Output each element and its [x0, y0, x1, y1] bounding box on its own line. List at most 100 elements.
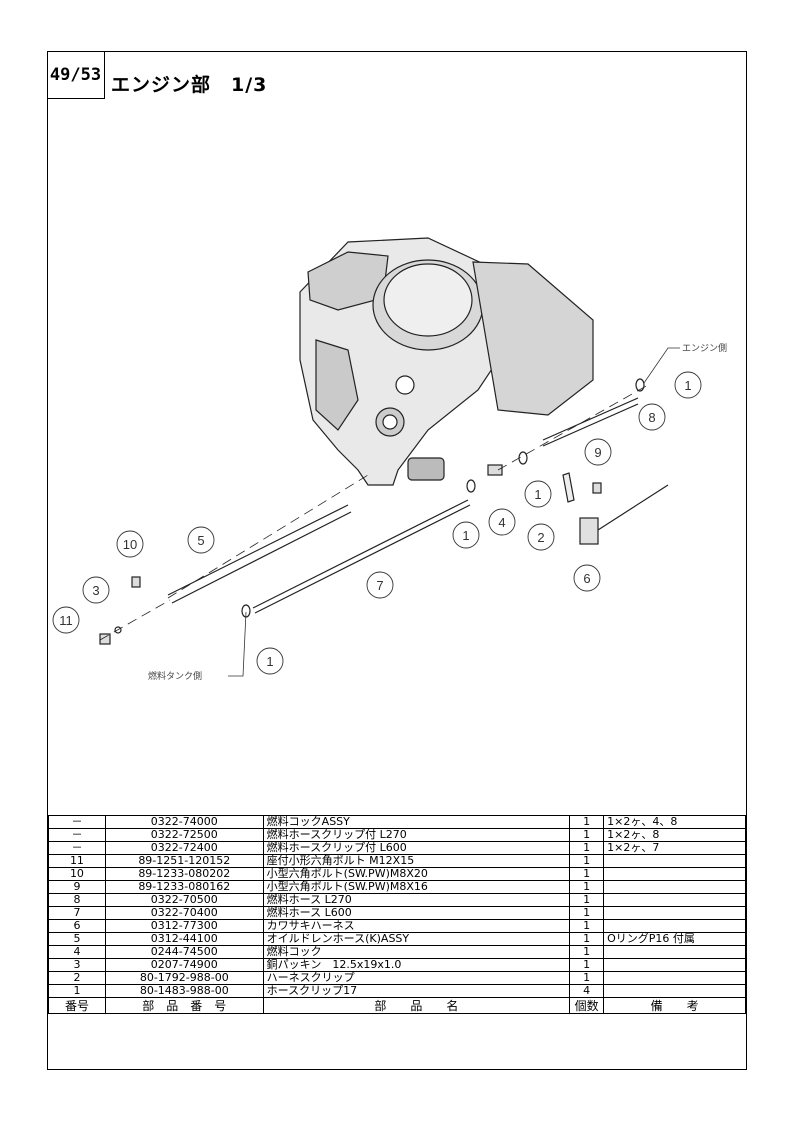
row-no: 3	[48, 958, 106, 972]
callout-1d: 1	[266, 654, 273, 669]
row-part-number: 89-1251-120152	[104, 854, 264, 868]
row-part-number: 89-1233-080202	[104, 867, 264, 881]
row-part-number: 80-1483-988-00	[104, 984, 264, 998]
table-row: 9 89-1233-080162 小型六角ボルト(SW.PW)M8X16 1	[48, 880, 746, 894]
row-note: 1×2ヶ、8	[603, 828, 746, 842]
row-part-name: 銅パッキン 12.5x19x1.0	[262, 958, 571, 972]
header-part-number: 部 品 番 号	[104, 997, 264, 1014]
callout-3: 3	[92, 583, 99, 598]
row-no: 9	[48, 880, 106, 894]
row-qty: 1	[569, 919, 605, 933]
row-qty: 4	[569, 984, 605, 998]
row-qty: 1	[569, 958, 605, 972]
row-part-name: 座付小形六角ボルト M12X15	[262, 854, 571, 868]
callout-1b: 1	[534, 487, 541, 502]
row-part-name: 小型六角ボルト(SW.PW)M8X16	[262, 880, 571, 894]
callout-9: 9	[594, 445, 601, 460]
harness-6	[597, 484, 669, 531]
row-part-number: 0322-70500	[104, 893, 264, 907]
hose-8	[542, 397, 639, 441]
row-qty: 1	[569, 854, 605, 868]
row-part-number: 80-1792-988-00	[104, 971, 264, 985]
exploded-diagram: 1 8 9 1 4 1 2 6 10 5 3 11 7 1 エンジン側 燃料タン…	[48, 200, 746, 720]
page-frame	[47, 51, 747, 1070]
row-part-name: 小型六角ボルト(SW.PW)M8X20	[262, 867, 571, 881]
diagram-svg: 1 8 9 1 4 1 2 6 10 5 3 11 7 1 エンジン側 燃料タン…	[52, 237, 727, 682]
fuel-cock-4	[487, 464, 503, 476]
row-no: 5	[48, 932, 106, 946]
row-note	[603, 919, 746, 933]
label-tank-side: 燃料タンク側	[148, 670, 202, 682]
table-row: 11 89-1251-120152 座付小形六角ボルト M12X15 1	[48, 854, 746, 868]
table-row: 6 0312-77300 カワサキハーネス 1	[48, 919, 746, 933]
row-no: －	[48, 841, 106, 855]
row-qty: 1	[569, 906, 605, 920]
row-no: 11	[48, 854, 106, 868]
row-part-name: 燃料ホースクリップ付 L600	[262, 841, 571, 855]
row-qty: 1	[569, 841, 605, 855]
row-no: 10	[48, 867, 106, 881]
row-no: 6	[48, 919, 106, 933]
row-part-number: 0312-44100	[104, 932, 264, 946]
table-row: 5 0312-44100 オイルドレンホース(K)ASSY 1 OリングP16 …	[48, 932, 746, 946]
row-qty: 1	[569, 971, 605, 985]
callout-5: 5	[197, 533, 204, 548]
page-number: 49/53	[47, 51, 105, 99]
parts-table-body: － 0322-74000 燃料コックASSY 1 1×2ヶ、4、8 － 0322…	[48, 815, 746, 1014]
row-part-name: カワサキハーネス	[262, 919, 571, 933]
table-header-row: 番号 部 品 番 号 部 品 名 個数 備 考	[48, 997, 746, 1014]
row-part-name: ハーネスクリップ	[262, 971, 571, 985]
callout-group	[52, 371, 702, 675]
engine-illustration	[299, 237, 594, 486]
table-row: － 0322-74000 燃料コックASSY 1 1×2ヶ、4、8	[48, 815, 746, 829]
row-note	[603, 971, 746, 985]
row-note	[603, 958, 746, 972]
callout-6: 6	[583, 571, 590, 586]
row-note	[603, 893, 746, 907]
callout-1c: 1	[462, 528, 469, 543]
row-note	[603, 880, 746, 894]
row-part-number: 0322-72500	[104, 828, 264, 842]
row-part-name: 燃料コックASSY	[262, 815, 571, 829]
row-note: 1×2ヶ、7	[603, 841, 746, 855]
row-part-number: 0322-74000	[104, 815, 264, 829]
row-part-number: 0244-74500	[104, 945, 264, 959]
row-part-name: 燃料ホースクリップ付 L270	[262, 828, 571, 842]
header-part-name: 部 品 名	[262, 997, 571, 1014]
row-qty: 1	[569, 932, 605, 946]
callout-11: 11	[59, 613, 73, 628]
row-part-number: 0207-74900	[104, 958, 264, 972]
row-note: 1×2ヶ、4、8	[603, 815, 746, 829]
header-note: 備 考	[603, 997, 746, 1014]
row-part-name: 燃料ホース L270	[262, 893, 571, 907]
row-note	[603, 854, 746, 868]
row-part-name: オイルドレンホース(K)ASSY	[262, 932, 571, 946]
callout-10: 10	[123, 537, 137, 552]
row-no: 4	[48, 945, 106, 959]
table-row: 8 0322-70500 燃料ホース L270 1	[48, 893, 746, 907]
hose-7	[252, 499, 469, 609]
row-note	[603, 945, 746, 959]
row-qty: 1	[569, 880, 605, 894]
row-no: 1	[48, 984, 106, 998]
row-no: －	[48, 828, 106, 842]
table-row: 4 0244-74500 燃料コック 1	[48, 945, 746, 959]
table-row: － 0322-72400 燃料ホースクリップ付 L600 1 1×2ヶ、7	[48, 841, 746, 855]
callout-7: 7	[376, 578, 383, 593]
label-engine-side: エンジン側	[682, 342, 727, 354]
row-no: 8	[48, 893, 106, 907]
callout-4: 4	[498, 515, 505, 530]
row-qty: 1	[569, 828, 605, 842]
harness-clip-2	[562, 472, 575, 503]
table-row: 7 0322-70400 燃料ホース L600 1	[48, 906, 746, 920]
table-row: 2 80-1792-988-00 ハーネスクリップ 1	[48, 971, 746, 985]
header-qty: 個数	[569, 997, 605, 1014]
table-row: 10 89-1233-080202 小型六角ボルト(SW.PW)M8X20 1	[48, 867, 746, 881]
row-qty: 1	[569, 815, 605, 829]
row-part-number: 0322-72400	[104, 841, 264, 855]
row-note: OリングP16 付属	[603, 932, 746, 946]
row-part-number: 89-1233-080162	[104, 880, 264, 894]
row-note	[603, 906, 746, 920]
callout-1a: 1	[684, 378, 691, 393]
row-part-number: 0322-70400	[104, 906, 264, 920]
